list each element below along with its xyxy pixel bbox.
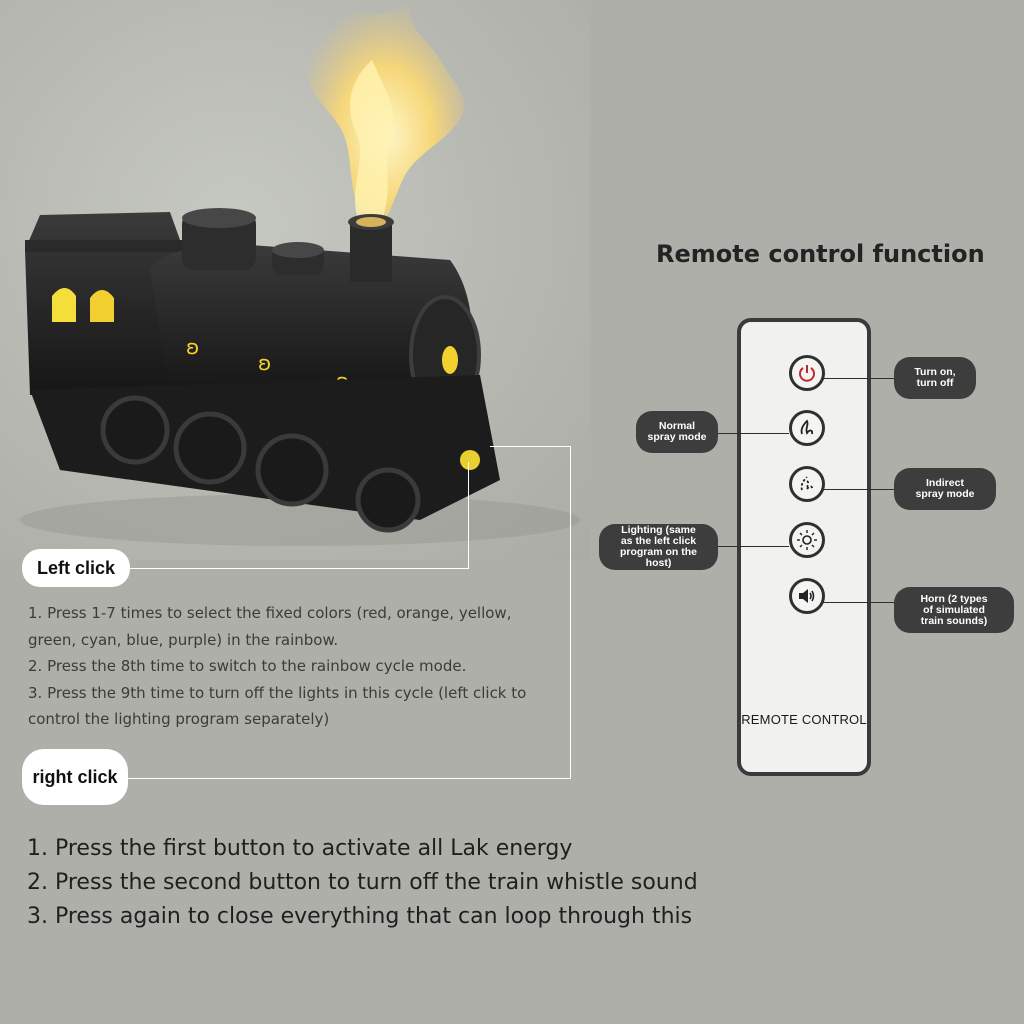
instruction-line: 1. Press 1-7 times to select the fixed c… bbox=[28, 604, 512, 622]
remote-label: REMOTE CONTROL bbox=[741, 712, 867, 727]
left-click-connector bbox=[468, 462, 469, 569]
right-click-label: right click bbox=[22, 749, 128, 805]
train-humidifier-image: ʚ ʚ ʚ bbox=[20, 0, 580, 546]
svg-text:ʚ: ʚ bbox=[258, 351, 271, 375]
callout-line bbox=[718, 433, 789, 434]
instruction-line: 2. Press the second button to turn off t… bbox=[27, 870, 698, 895]
instruction-line: control the lighting program separately) bbox=[28, 710, 330, 728]
right-click-connector bbox=[570, 446, 571, 779]
callout-line bbox=[718, 546, 789, 547]
instruction-line: 3. Press the 9th time to turn off the li… bbox=[28, 683, 527, 702]
remote-lighting-button[interactable] bbox=[789, 522, 825, 558]
wheel bbox=[173, 411, 247, 485]
cab-window-left bbox=[52, 288, 76, 322]
left-click-instructions: 1. Press 1-7 times to select the fixed c… bbox=[28, 600, 548, 733]
instruction-line: 2. Press the 8th time to switch to the r… bbox=[28, 657, 467, 675]
instruction-line: 1. Press the first button to activate al… bbox=[27, 836, 573, 861]
wheel bbox=[355, 467, 421, 533]
callout-line bbox=[822, 489, 894, 490]
section-title: Remote control function bbox=[656, 240, 985, 268]
callout-line bbox=[822, 602, 894, 603]
svg-text:ʚ: ʚ bbox=[186, 335, 199, 359]
left-click-label: Left click bbox=[22, 549, 130, 587]
spray-icon bbox=[800, 419, 814, 435]
remote-horn-button[interactable] bbox=[789, 578, 825, 614]
remote-indirect-spray-button[interactable] bbox=[789, 466, 825, 502]
callout-power: Turn on,turn off bbox=[894, 357, 976, 399]
headlight bbox=[460, 450, 480, 470]
right-click-connector bbox=[490, 446, 571, 447]
wheel bbox=[255, 433, 329, 507]
instruction-line: green, cyan, blue, purple) in the rainbo… bbox=[28, 630, 339, 649]
indirect-spray-icon bbox=[800, 476, 814, 491]
cab-window-right bbox=[90, 290, 114, 322]
right-click-connector bbox=[128, 778, 571, 779]
horn-icon bbox=[799, 589, 815, 603]
instruction-line: 3. Press again to close everything that … bbox=[27, 904, 693, 929]
remote-power-button[interactable] bbox=[789, 355, 825, 391]
remote-normal-spray-button[interactable] bbox=[789, 410, 825, 446]
left-click-connector bbox=[128, 568, 469, 569]
wheel bbox=[100, 395, 170, 465]
right-click-instructions: 1. Press the first button to activate al… bbox=[27, 832, 698, 934]
light-icon bbox=[797, 530, 817, 550]
power-icon bbox=[799, 365, 815, 382]
callout-line bbox=[822, 378, 894, 379]
